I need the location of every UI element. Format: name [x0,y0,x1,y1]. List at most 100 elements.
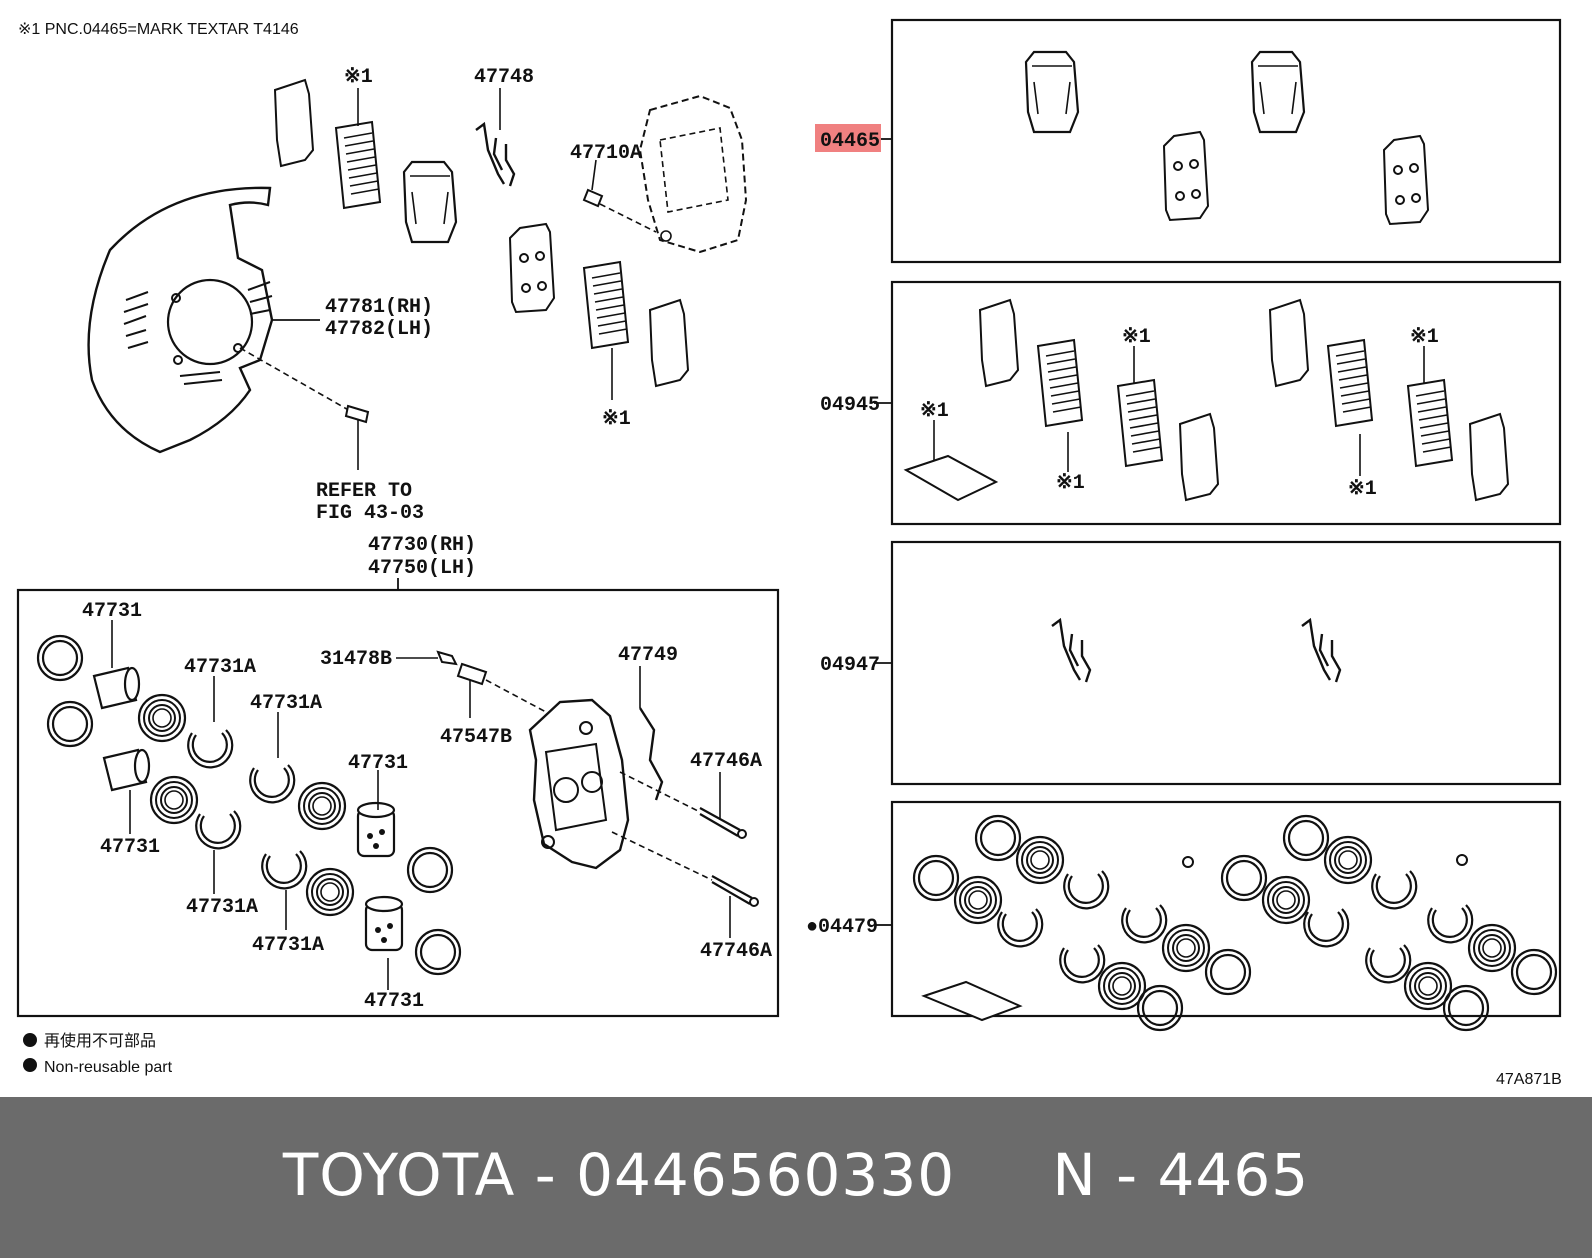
legend-bullet-2 [23,1058,37,1072]
callout-47731-2: 47731 [348,752,408,775]
kit-04479-ring-6 [1220,854,1268,902]
refer-to-line1: REFER TO [316,480,412,503]
part-number-banner: TOYOTA - 0446560330 N - 4465 [0,1097,1592,1258]
kit-box-04465 [890,18,1562,264]
kit-04945-grease-packet [903,454,999,502]
kit-mark-5: ※1 [1348,478,1377,501]
short-code: 4465 [1157,1141,1310,1209]
kit-04947-clip-1 [1050,618,1092,684]
caliper-bolt-47710A [582,159,657,233]
kit-04479-cap-2 [1456,854,1468,866]
kit-mark-4: ※1 [1056,472,1085,495]
kit-04479-cring-3 [1121,903,1168,944]
callout-47750-lh: 47750(LH) [368,557,476,580]
seal-2 [149,775,199,825]
kit-04945-shim-3 [1327,339,1373,427]
kit-04945-shim-1 [1037,339,1083,427]
kit-04945-plate-3 [1269,299,1309,387]
caliper-assembly-box [16,588,780,1018]
legend-line2: Non-reusable part [44,1059,173,1076]
kit-04945-plate-2 [1179,413,1219,501]
callout-47731-1: 47731 [82,600,142,623]
piston-4 [364,895,404,952]
kit-mark-2: ※1 [1122,326,1151,349]
kit-label-04947: 04947 [820,654,880,677]
callout-47731-3: 47731 [100,836,160,859]
bleeder-cap-31478B [437,651,457,665]
cring-1 [187,728,234,769]
ring-2 [46,700,94,748]
piston-2 [102,748,151,792]
kit-04479-seal-1 [1015,835,1065,885]
banner-text: TOYOTA - 0446560330 N - 4465 [0,1141,1592,1209]
kit-mark-1: ※1 [920,400,949,423]
callout-47547B: 47547B [440,726,512,749]
seal-1 [137,693,187,743]
kit-04479-ring-4 [1136,984,1184,1032]
anti-squeal-shim-2 [509,223,555,313]
cring-3 [249,763,296,804]
callout-mark1-b: ※1 [602,408,631,431]
kit-04479-cring-7 [1427,903,1474,944]
banner-gap [955,1141,1052,1209]
kit-04479-ring-2 [912,854,960,902]
kit-04465-pad-1 [1024,50,1080,134]
callout-47782-lh: 47782(LH) [325,318,433,341]
banner-separator-2: - [1096,1141,1158,1209]
kit-04479-seal-2 [953,875,1003,925]
callout-47731A-1: 47731A [184,656,256,679]
kit-label-04945: 04945 [820,394,880,417]
pad-pin-47746A-upper [619,771,747,839]
anti-squeal-shim-1 [335,121,381,209]
kit-04465-shim-1 [1163,131,1209,221]
kit-04945-shim-2 [1117,379,1163,467]
kit-box-04479 [890,800,1562,1018]
kit-04945-plate-1 [979,299,1019,387]
disc-brake-caliper [528,698,630,870]
exploded-parts-diagram: ※1 PNC.04465=MARK TEXTAR T4146 ※1 47748 … [16,18,1562,1088]
kit-04479-seal-7 [1467,923,1517,973]
kit-04479-cring-2 [997,907,1044,948]
cring-2 [195,809,242,850]
kit-04479-ring-1 [974,814,1022,862]
pad-spring-47749 [638,666,664,801]
kit-04479-cap-1 [1182,856,1194,868]
kit-04465-highlight [815,124,881,152]
ring-3 [406,846,454,894]
ring-1 [36,634,84,682]
callout-47710A: 47710A [570,142,642,165]
callout-31478B: 31478B [320,648,392,671]
refer-to-line2: FIG 43-03 [316,502,424,525]
backing-plate-bolt [344,404,370,470]
kit-04479-cring-8 [1365,943,1412,984]
kit-label-04465: 04465 [820,130,880,153]
drawing-code: 47A871B [1496,1071,1562,1088]
kit-04465-pad-2 [1250,50,1306,134]
kit-04945-plate-4 [1469,413,1509,501]
callout-47731-4: 47731 [364,990,424,1013]
brand-name: TOYOTA [282,1141,516,1209]
callout-47746A-1: 47746A [690,750,762,773]
header-note: ※1 PNC.04465=MARK TEXTAR T4146 [18,21,299,38]
caliper-phantom [638,94,748,254]
kit-04479-cring-1 [1063,869,1110,910]
kit-04947-clip-2 [1300,618,1342,684]
legend-bullet-1 [23,1033,37,1047]
seal-3 [297,781,347,831]
kit-04479-ring-3 [1204,948,1252,996]
piston-1 [92,666,141,710]
kit-04479-cring-4 [1059,943,1106,984]
callout-47731A-4: 47731A [252,934,324,957]
banner-separator-1: - [515,1141,577,1209]
kit-04479-seal-6 [1261,875,1311,925]
kit-label-04479: ●04479 [806,916,878,939]
kit-04945-shim-4 [1407,379,1453,467]
callout-47731A-3: 47731A [186,896,258,919]
callout-47730-rh: 47730(RH) [368,534,476,557]
piston-3 [356,801,396,858]
kit-04479-cring-5 [1371,869,1418,910]
kit-04479-grease-packet [921,980,1023,1022]
disc-brake-pad-1 [402,160,458,244]
kit-04465-shim-2 [1383,135,1429,225]
pad-support-plate-47748 [474,122,516,188]
